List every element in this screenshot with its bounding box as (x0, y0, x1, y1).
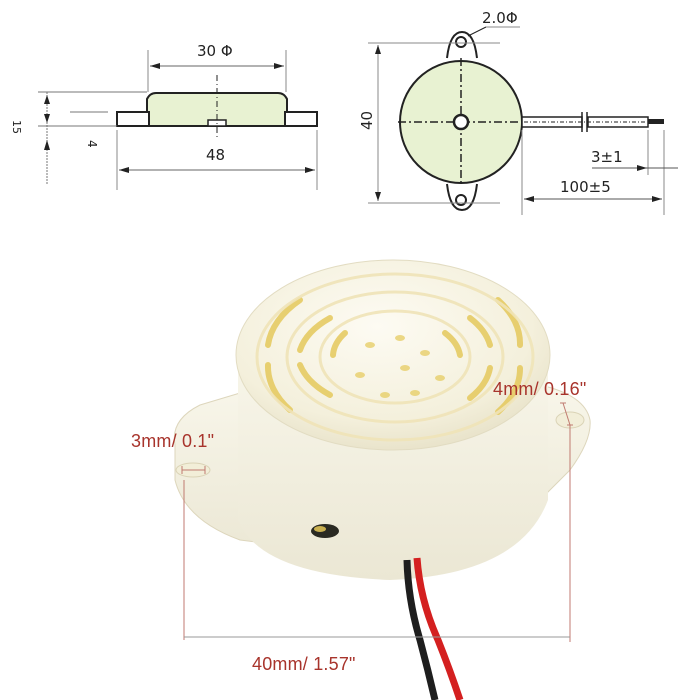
wire-strip-label: 3±1 (591, 148, 623, 166)
spacing-dimension-label: 40mm/ 1.57" (252, 654, 356, 674)
hole-diameter-label: 2.0Φ (482, 9, 518, 27)
photo-dimension-lines (181, 402, 573, 642)
bottom-width-label: 48 (206, 146, 226, 164)
height-label: 40 (358, 110, 376, 130)
buzzer-photo (173, 259, 591, 700)
flange-dimension-label: 4mm/ 0.16" (493, 379, 587, 399)
height-total-label: 15 (10, 120, 23, 134)
height-flange-label: 4 (85, 140, 99, 148)
top-diameter-label: 30 Φ (197, 42, 233, 60)
wire-length-label: 100±5 (560, 178, 611, 196)
side-view-drawing (38, 50, 318, 190)
hole-dimension-label: 3mm/ 0.1" (131, 431, 215, 451)
top-view-drawing (368, 26, 678, 215)
